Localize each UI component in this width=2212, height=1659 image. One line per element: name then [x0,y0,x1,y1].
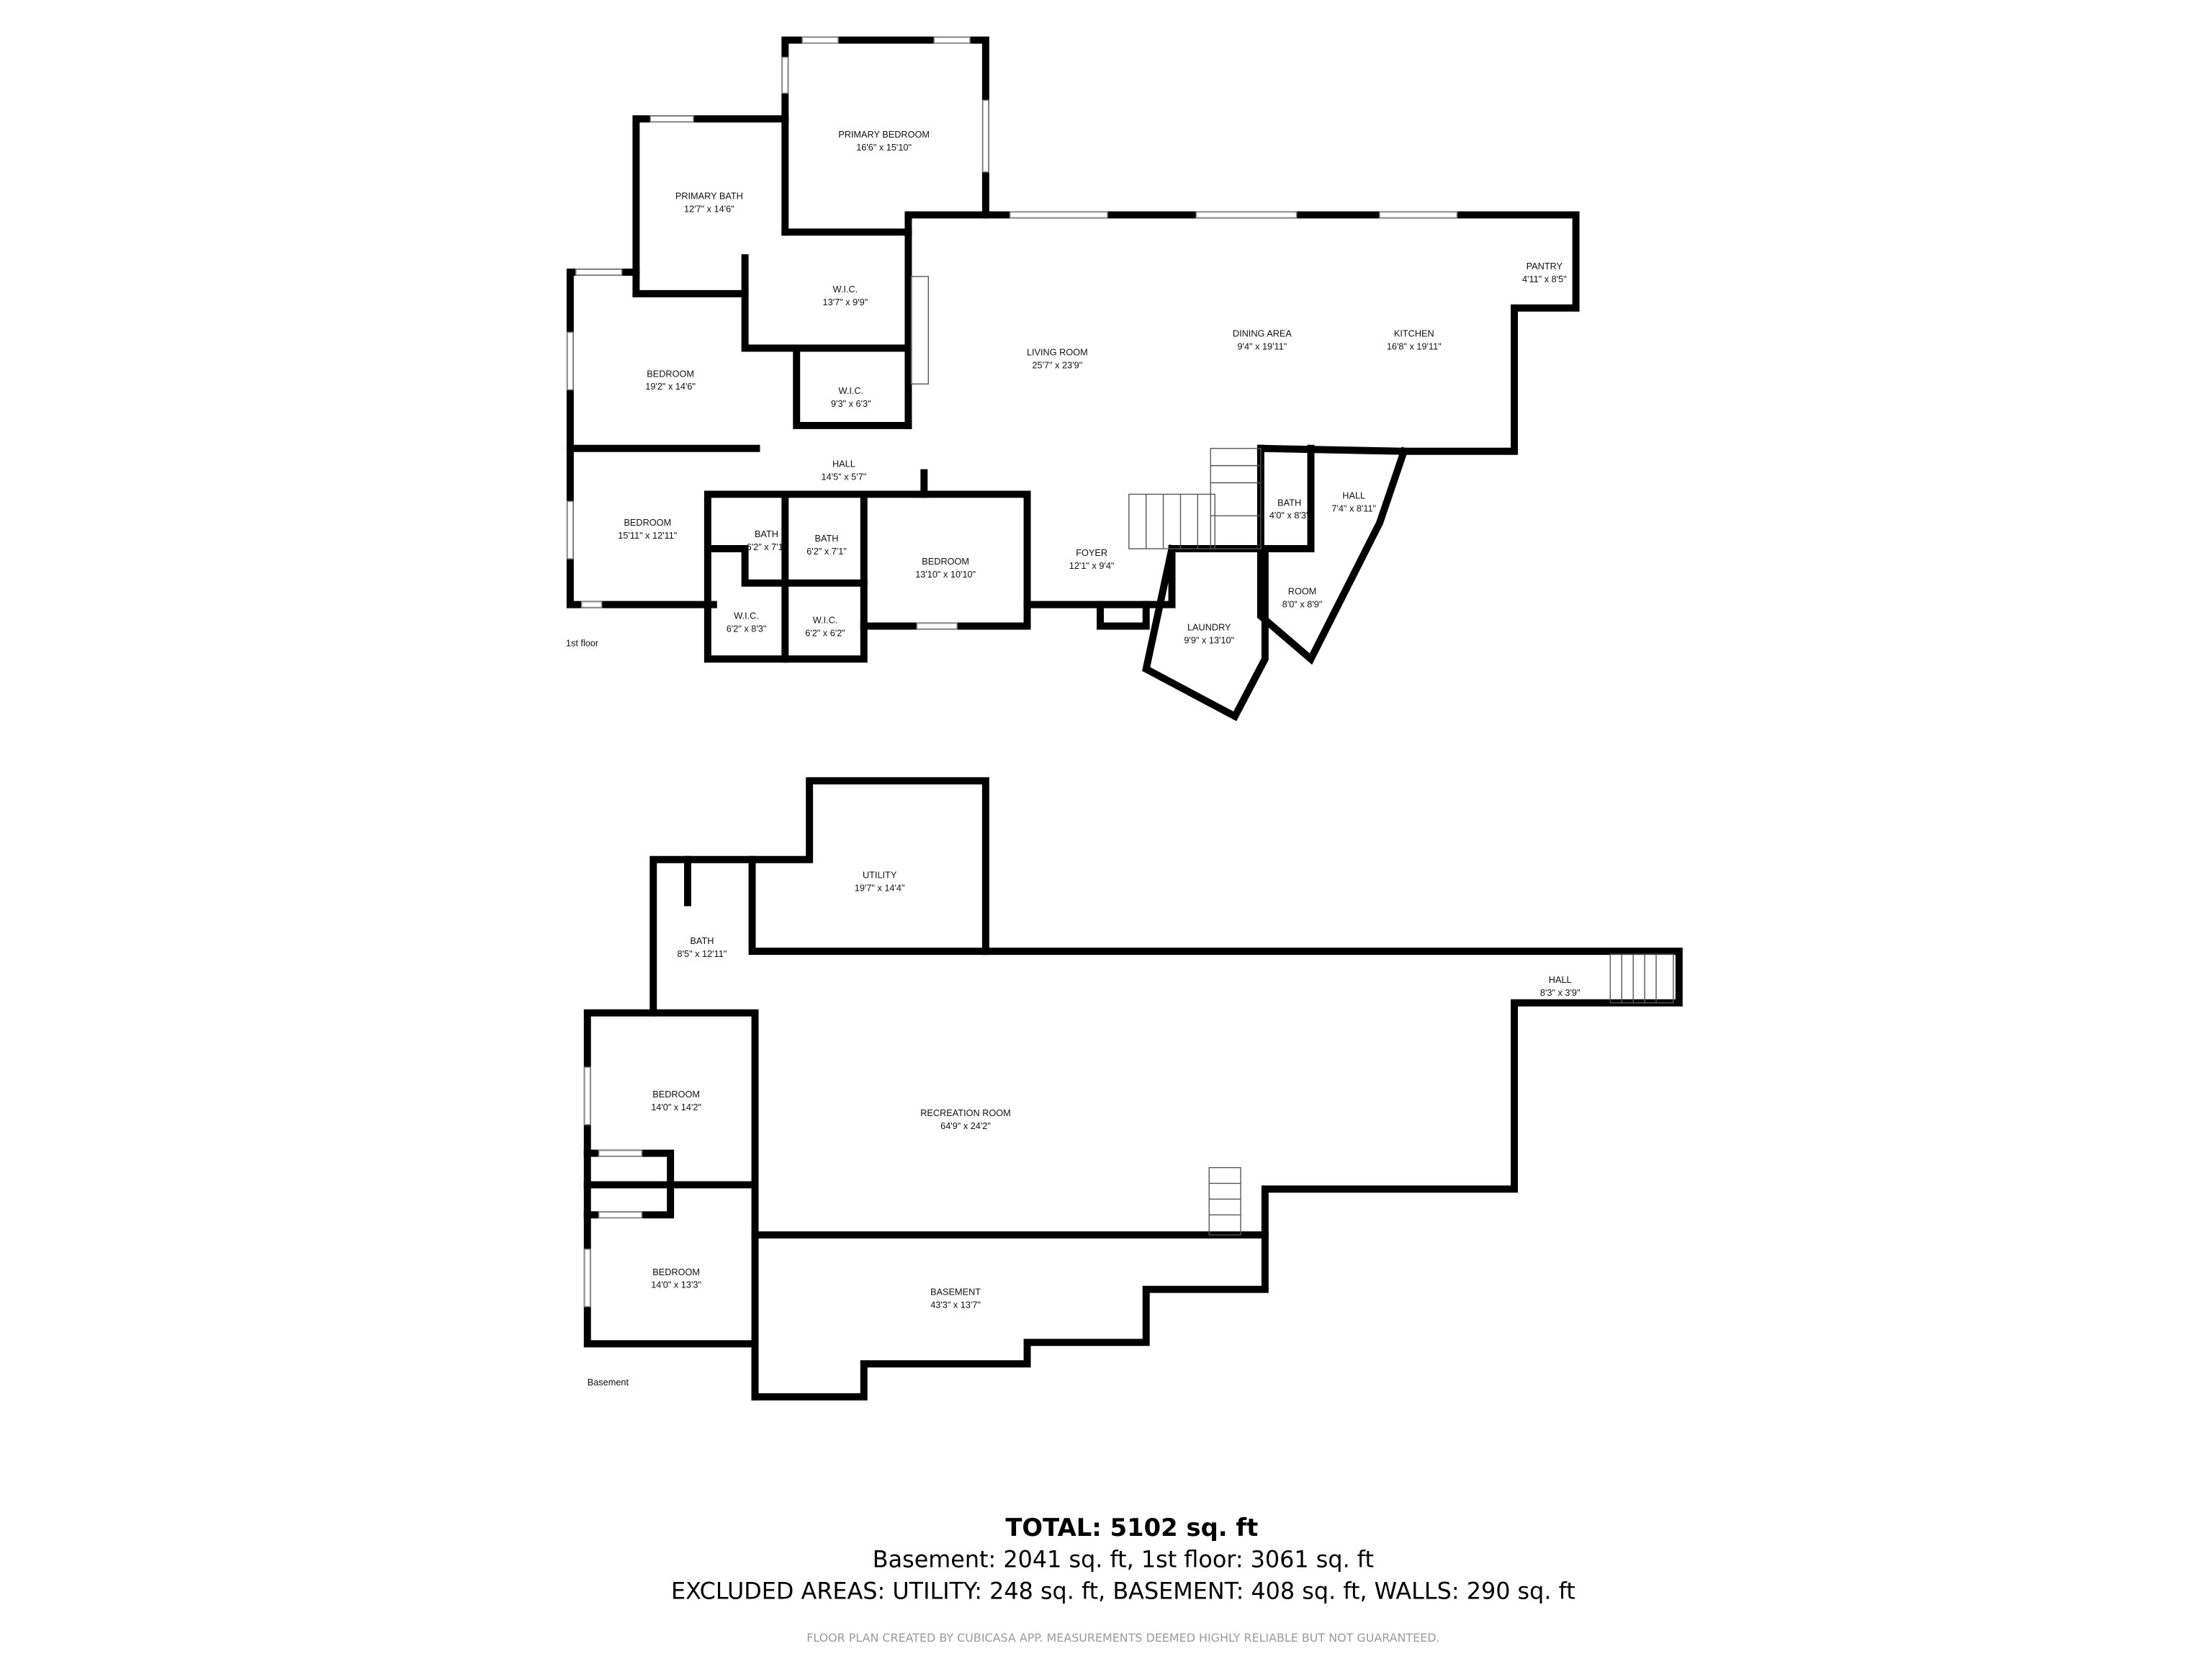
room-name: PRIMARY BEDROOM [838,129,930,140]
room-name: BEDROOM [652,1267,700,1277]
room-name: BEDROOM [652,1089,700,1100]
room-dims: 13'10" x 10'10" [915,569,976,580]
room-dims: 14'0" x 13'3" [651,1280,701,1290]
room-dims: 14'5" x 5'7" [822,472,867,482]
room-name: HALL [1549,974,1572,985]
stairs[interactable] [1208,953,1674,1236]
windows [567,36,1458,630]
floor-label: 1st floor [566,637,599,648]
room-labels: PRIMARY BEDROOM 16'6" x 15'10" PRIMARY B… [618,129,1566,645]
first-floor-plan: PRIMARY BEDROOM 16'6" x 15'10" PRIMARY B… [566,36,1580,721]
room-name: BASEMENT [930,1287,981,1298]
room-name: BEDROOM [922,556,969,567]
room-dims: 6'2" x 6'2" [805,627,845,638]
room-dims: 9'9" x 13'10" [1184,634,1234,645]
disclaimer: FLOOR PLAN CREATED BY CUBICASA APP. MEAS… [806,1631,1439,1645]
room-dims: 9'4" x 19'11" [1237,341,1287,351]
room-dims: 16'8" x 19'11" [1387,341,1442,351]
windows [583,1066,643,1308]
room-dims: 14'0" x 14'2" [651,1102,701,1112]
room-dims: 25'7" x 23'9" [1032,359,1082,370]
room-name: W.I.C. [813,614,838,625]
room-name: BATH [1277,497,1301,508]
walls [566,36,1580,721]
basement-plan: UTILITY 19'7" x 14'4" BATH 8'5" x 12'11"… [583,777,1683,1401]
room-name: BATH [755,529,778,539]
room-dims: 9'3" x 6'3" [831,398,871,409]
room-name: HALL [1342,490,1365,500]
room-dims: 8'0" x 8'9" [1282,599,1323,610]
room-name: BATH [690,935,714,946]
stairs[interactable] [1128,448,1262,549]
walls [583,777,1683,1401]
floor-label: Basement [588,1377,629,1388]
room-name: DINING AREA [1233,328,1292,339]
room-name: BEDROOM [647,368,694,379]
room-dims: 6'2" x 7'1" [806,546,847,557]
room-dims: 12'7" x 14'6" [684,203,734,214]
fireplace [910,276,929,385]
room-dims: 6'2" x 7'1" [747,541,787,552]
room-dims: 64'9" x 24'2" [940,1120,991,1131]
room-dims: 15'11" x 12'11" [618,530,677,541]
room-dims: 43'3" x 13'7" [930,1300,981,1310]
room-name: FOYER [1076,547,1107,558]
room-dims: 8'5" x 12'11" [678,948,727,959]
room-name: LAUNDRY [1187,621,1231,632]
room-name: W.I.C. [839,385,864,396]
room-name: ROOM [1288,586,1317,597]
room-name: HALL [832,459,855,469]
room-name: W.I.C. [734,611,759,621]
room-name: UTILITY [863,870,897,881]
room-name: BEDROOM [624,517,671,528]
room-dims: 4'0" x 8'3" [1269,510,1310,521]
room-name: LIVING ROOM [1027,346,1088,357]
room-dims: 4'11" x 8'5" [1522,274,1567,284]
room-dims: 19'7" x 14'4" [855,883,905,894]
excluded-areas: EXCLUDED AREAS: UTILITY: 248 sq. ft, BAS… [671,1577,1575,1604]
area-summary: TOTAL: 5102 sq. ft Basement: 2041 sq. ft… [671,1514,1575,1645]
floor-areas: Basement: 2041 sq. ft, 1st floor: 3061 s… [873,1546,1374,1573]
room-dims: 19'2" x 14'6" [645,381,696,392]
room-name: PRIMARY BATH [675,191,743,202]
room-dims: 12'1" x 9'4" [1069,560,1115,571]
room-name: KITCHEN [1394,328,1434,339]
room-name: W.I.C. [833,284,858,295]
total-area: TOTAL: 5102 sq. ft [1005,1514,1258,1542]
room-name: BATH [815,533,839,544]
room-dims: 13'7" x 9'9" [823,297,868,307]
room-dims: 16'6" x 15'10" [856,142,912,153]
room-name: RECREATION ROOM [920,1107,1011,1118]
room-dims: 7'4" x 8'11" [1331,503,1376,513]
room-dims: 6'2" x 8'3" [727,623,767,634]
room-dims: 8'3" x 3'9" [1540,987,1581,998]
room-labels: UTILITY 19'7" x 14'4" BATH 8'5" x 12'11"… [651,870,1580,1310]
room-name: PANTRY [1527,261,1563,271]
